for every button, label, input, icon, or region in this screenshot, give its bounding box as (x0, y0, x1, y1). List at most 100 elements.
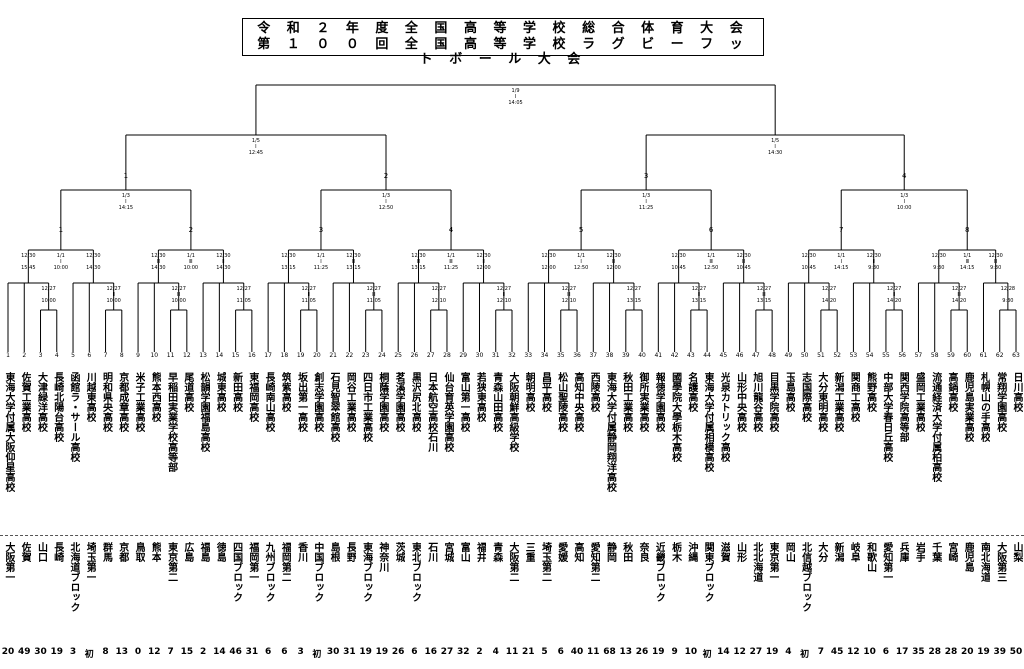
team-seed: 59 (947, 352, 955, 359)
team-prefecture: 栃木 (669, 542, 681, 562)
team-appearances: 6 (264, 647, 272, 657)
team-prefecture: 大阪第二 (507, 542, 518, 582)
team-prefecture: 山梨 (1011, 542, 1022, 562)
team-name: 坂出第一高校 (295, 372, 307, 432)
team-prefecture: 島根 (328, 542, 340, 562)
team-seed: 19 (296, 352, 305, 359)
team-name: 志国際高校 (799, 372, 811, 422)
title-box: 令 和 ２ 年 度 全 国 高 等 学 校 総 合 体 育 大 会 第 １ ０ … (242, 18, 764, 67)
team-name: 東海大学付属大阪仰星高校 (3, 372, 14, 492)
team-appearances: 19 (652, 647, 665, 657)
team-appearances: 初 (312, 650, 322, 660)
team-appearances: 11 (505, 647, 519, 657)
team-name: 大分東明高校 (815, 372, 827, 432)
team-name: 黒沢尻北高校 (409, 372, 421, 432)
team-prefecture: 近畿ブロック (653, 542, 665, 602)
team-prefecture: 埼玉第一 (84, 542, 96, 582)
team-prefecture: 宮崎 (945, 542, 957, 562)
team-appearances: 26 (391, 647, 405, 657)
team-appearances: 31 (245, 647, 259, 657)
team-prefecture: 宮城 (441, 542, 453, 562)
r16-number: 5 (578, 226, 584, 234)
team-seed: 14 (215, 352, 224, 359)
team-seed: 43 (687, 352, 695, 359)
team-prefecture: 高知 (572, 542, 584, 562)
team-seed: 39 (621, 352, 630, 359)
team-prefecture: 東京第二 (165, 542, 177, 582)
team-seed: 24 (378, 352, 386, 359)
team-seed: 55 (882, 352, 890, 359)
team-seed: 58 (930, 352, 939, 359)
team-prefecture: 愛知第一 (880, 542, 892, 582)
team-appearances: 35 (912, 647, 925, 657)
team-prefecture: 秋田 (620, 542, 632, 562)
team-prefecture: 中国ブロック (311, 542, 323, 602)
team-name: 中部大学春日丘高校 (880, 372, 892, 462)
team-prefecture: 徳島 (214, 542, 226, 562)
team-name: 松山聖陵高校 (555, 372, 567, 432)
team-name: 関商工高校 (848, 372, 860, 422)
team-seed: 1 (6, 352, 10, 359)
team-appearances: 28 (928, 647, 941, 657)
team-name: 東福岡高校 (246, 372, 258, 422)
team-name: 高鍋高校 (945, 372, 957, 412)
team-seed: 40 (638, 352, 646, 359)
team-appearances: 19 (977, 647, 990, 657)
team-seed: 25 (394, 352, 402, 359)
team-seed: 32 (508, 352, 516, 359)
team-name: 常翔学園高校 (994, 372, 1006, 432)
team-seed: 6 (87, 352, 92, 359)
team-prefecture: 奈良 (637, 542, 649, 562)
quarter-number: 2 (383, 172, 389, 180)
team-prefecture: 東北ブロック (409, 542, 421, 602)
team-seed: 16 (248, 352, 256, 359)
team-appearances: 3 (69, 647, 77, 657)
team-seed: 60 (963, 352, 972, 359)
team-name: 青森山田高校 (490, 372, 502, 432)
team-seed: 62 (995, 352, 1004, 359)
team-prefecture: 福岡第一 (246, 542, 258, 582)
team-prefecture: 岐阜 (848, 542, 860, 562)
team-seed: 9 (136, 352, 140, 359)
team-appearances: 14 (213, 647, 226, 657)
team-seed: 52 (833, 352, 841, 359)
team-prefecture: 沖縄 (685, 542, 697, 562)
team-appearances: 4 (785, 647, 792, 657)
team-prefecture: 兵庫 (897, 542, 909, 562)
team-prefecture: 山形 (734, 542, 746, 562)
team-name: 大阪朝鮮高級学校 (507, 372, 518, 452)
team-prefecture: 鳥取 (133, 542, 145, 562)
team-prefecture: 九州ブロック (263, 542, 275, 602)
team-prefecture: 福島 (198, 542, 210, 562)
team-appearances: 初 (84, 650, 94, 660)
team-prefecture: 三重 (523, 542, 535, 562)
team-appearances: 19 (50, 647, 64, 657)
team-prefecture: 千葉 (929, 542, 941, 562)
team-prefecture: 山口 (35, 542, 47, 562)
team-appearances: 10 (863, 647, 876, 657)
team-appearances: 17 (895, 647, 909, 657)
